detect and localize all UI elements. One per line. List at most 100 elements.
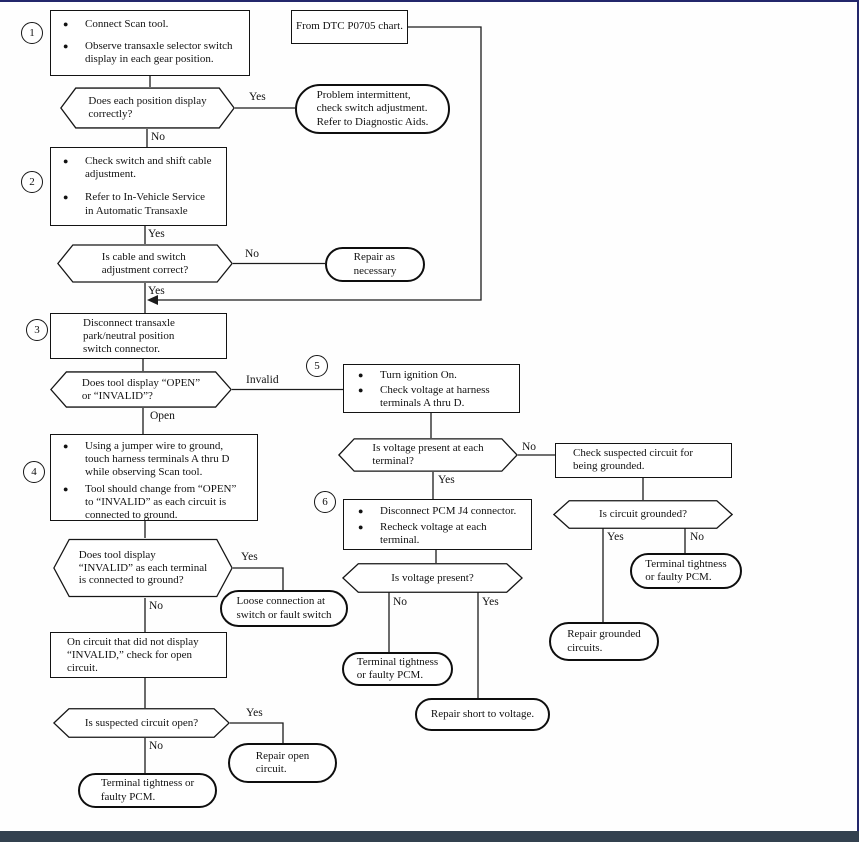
- terminal-oval-tt-left: Terminal tightness or faulty PCM.: [78, 773, 217, 808]
- terminal-text: Problem intermittent, check switch adjus…: [316, 89, 429, 128]
- terminal-text: Repair grounded circuits.: [567, 628, 641, 654]
- bullet-text: Turn ignition On.: [380, 369, 457, 381]
- bullet-text: Observe transaxle selector switch displa…: [85, 40, 233, 66]
- decision-invalid-each-terminal: Does tool display “INVALID” as each term…: [53, 538, 233, 598]
- bullet-item: ● Recheck voltage at each terminal.: [358, 521, 529, 547]
- junction-arrowhead: [147, 295, 158, 305]
- bullet-item: ● Connect Scan tool.: [63, 18, 247, 31]
- bullet-icon: ●: [358, 506, 364, 516]
- action-box-step4: ● Using a jumper wire to ground, touch h…: [50, 434, 258, 521]
- terminal-text: Terminal tightness or faulty PCM.: [100, 777, 195, 803]
- label-no-5: No: [522, 441, 537, 453]
- decision-cable-switch-adjustment: Is cable and switch adjustment correct?: [57, 244, 233, 283]
- label-yes-5: Yes: [438, 474, 455, 486]
- decision-text: Is suspected circuit open?: [84, 716, 199, 729]
- label-yes-1: Yes: [249, 91, 266, 103]
- step-circle-4: 4: [23, 461, 45, 483]
- label-no-1: No: [151, 131, 166, 143]
- label-yes-2b: Yes: [148, 285, 165, 297]
- label-no-grounded: No: [690, 531, 705, 543]
- from-dtc-chart-text: From DTC P0705 chart.: [296, 20, 403, 33]
- action-box-step5: ● Turn ignition On. ● Check voltage at h…: [343, 364, 520, 413]
- terminal-oval-loose-connection: Loose connection at switch or fault swit…: [220, 590, 348, 627]
- label-open-3: Open: [150, 410, 175, 422]
- terminal-text: Repair as necessary: [353, 251, 397, 277]
- label-yes-open: Yes: [246, 707, 263, 719]
- decision-voltage-present: Is voltage present?: [342, 563, 523, 593]
- terminal-oval-problem-intermittent: Problem intermittent, check switch adjus…: [295, 84, 450, 134]
- wire-hexo-yes: [230, 722, 284, 743]
- label-no-6: No: [393, 596, 408, 608]
- action-box-check-grounded: Check suspected circuit for being ground…: [555, 443, 732, 478]
- step-circle-3: 3: [26, 319, 48, 341]
- bullet-icon: ●: [63, 156, 69, 166]
- label-no-open: No: [149, 740, 164, 752]
- bullet-icon: ●: [63, 41, 69, 52]
- bullet-text: Check voltage at harness terminals A thr…: [380, 384, 490, 410]
- bullet-icon: ●: [358, 370, 364, 380]
- bullet-icon: ●: [63, 192, 69, 203]
- bullet-text: Recheck voltage at each terminal.: [380, 521, 487, 547]
- terminal-oval-tt-mid: Terminal tightness or faulty PCM.: [342, 652, 453, 686]
- bullet-item: ● Check switch and shift cable adjustmen…: [63, 155, 224, 181]
- terminal-text: Repair short to voltage.: [430, 707, 535, 720]
- terminal-oval-repair-as-necessary: Repair as necessary: [325, 247, 425, 282]
- terminal-text: Loose connection at switch or fault swit…: [236, 595, 332, 621]
- decision-suspected-circuit-open: Is suspected circuit open?: [53, 708, 230, 738]
- decision-text: Is voltage present?: [391, 571, 474, 584]
- page-right-border: [857, 0, 859, 842]
- bullet-item: ● Tool should change from “OPEN” to “INV…: [63, 483, 255, 523]
- decision-text: Is circuit grounded?: [599, 508, 687, 521]
- terminal-oval-tt-right: Terminal tightness or faulty PCM.: [630, 553, 742, 589]
- label-yes-6: Yes: [482, 596, 499, 608]
- decision-text: Is voltage present at each terminal?: [372, 442, 484, 467]
- decision-text: Is cable and switch adjustment correct?: [101, 250, 189, 276]
- bullet-text: Using a jumper wire to ground, touch har…: [85, 440, 230, 479]
- page-top-border: [0, 0, 859, 2]
- decision-circuit-grounded: Is circuit grounded?: [553, 500, 733, 529]
- bullet-item: ● Disconnect PCM J4 connector.: [358, 505, 529, 518]
- terminal-oval-repair-open: Repair open circuit.: [228, 743, 337, 783]
- label-invalid-3: Invalid: [246, 374, 279, 386]
- terminal-text: Repair open circuit.: [255, 749, 310, 775]
- label-no-4: No: [149, 600, 164, 612]
- bullet-text: Check switch and shift cable adjustment.: [85, 155, 212, 181]
- decision-text: Does each position display correctly?: [88, 95, 207, 120]
- from-dtc-chart-box: From DTC P0705 chart.: [291, 10, 408, 44]
- action-box-step2: ● Check switch and shift cable adjustmen…: [50, 147, 227, 226]
- bullet-item: ● Refer to In-Vehicle Service in Automat…: [63, 191, 224, 217]
- bullet-icon: ●: [63, 483, 69, 494]
- bullet-icon: ●: [358, 385, 364, 396]
- action-box-step3: Disconnect transaxle park/neutral positi…: [50, 313, 227, 359]
- bullet-icon: ●: [63, 19, 69, 29]
- decision-text: Does tool display “INVALID” as each term…: [78, 548, 208, 587]
- decision-voltage-each-terminal: Is voltage present at each terminal?: [338, 438, 518, 472]
- bullet-item: ● Check voltage at harness terminals A t…: [358, 384, 517, 410]
- decision-text: Does tool display “OPEN” or “INVALID”?: [81, 376, 201, 402]
- terminal-oval-repair-grounded: Repair grounded circuits.: [549, 622, 659, 661]
- terminal-text: Terminal tightness or faulty PCM.: [645, 557, 727, 583]
- step-circle-6: 6: [314, 491, 336, 513]
- bullet-icon: ●: [358, 522, 364, 533]
- wire-fromdtc-junction: [158, 26, 482, 301]
- action-box-step1: ● Connect Scan tool. ● Observe transaxle…: [50, 10, 250, 76]
- terminal-oval-repair-short: Repair short to voltage.: [415, 698, 550, 731]
- bullet-text: Refer to In-Vehicle Service in Automatic…: [85, 191, 206, 217]
- step-circle-1: 1: [21, 22, 43, 44]
- page-bottom-bar: [0, 831, 859, 842]
- wire-hex4-yes: [233, 567, 284, 590]
- action-box-open-circuit: On circuit that did not display “INVALID…: [50, 632, 227, 678]
- step-circle-2: 2: [21, 171, 43, 193]
- decision-open-invalid: Does tool display “OPEN” or “INVALID”?: [50, 371, 232, 408]
- bullet-item: ● Using a jumper wire to ground, touch h…: [63, 440, 255, 480]
- step-circle-5: 5: [306, 355, 328, 377]
- bullet-icon: ●: [63, 441, 69, 451]
- bullet-text: Disconnect PCM J4 connector.: [380, 505, 517, 517]
- terminal-text: Terminal tightness or faulty PCM.: [356, 655, 439, 681]
- bullet-item: ● Observe transaxle selector switch disp…: [63, 40, 247, 66]
- bullet-item: ● Turn ignition On.: [358, 369, 517, 382]
- action-box-step6: ● Disconnect PCM J4 connector. ● Recheck…: [343, 499, 532, 550]
- bullet-text: Connect Scan tool.: [85, 18, 169, 30]
